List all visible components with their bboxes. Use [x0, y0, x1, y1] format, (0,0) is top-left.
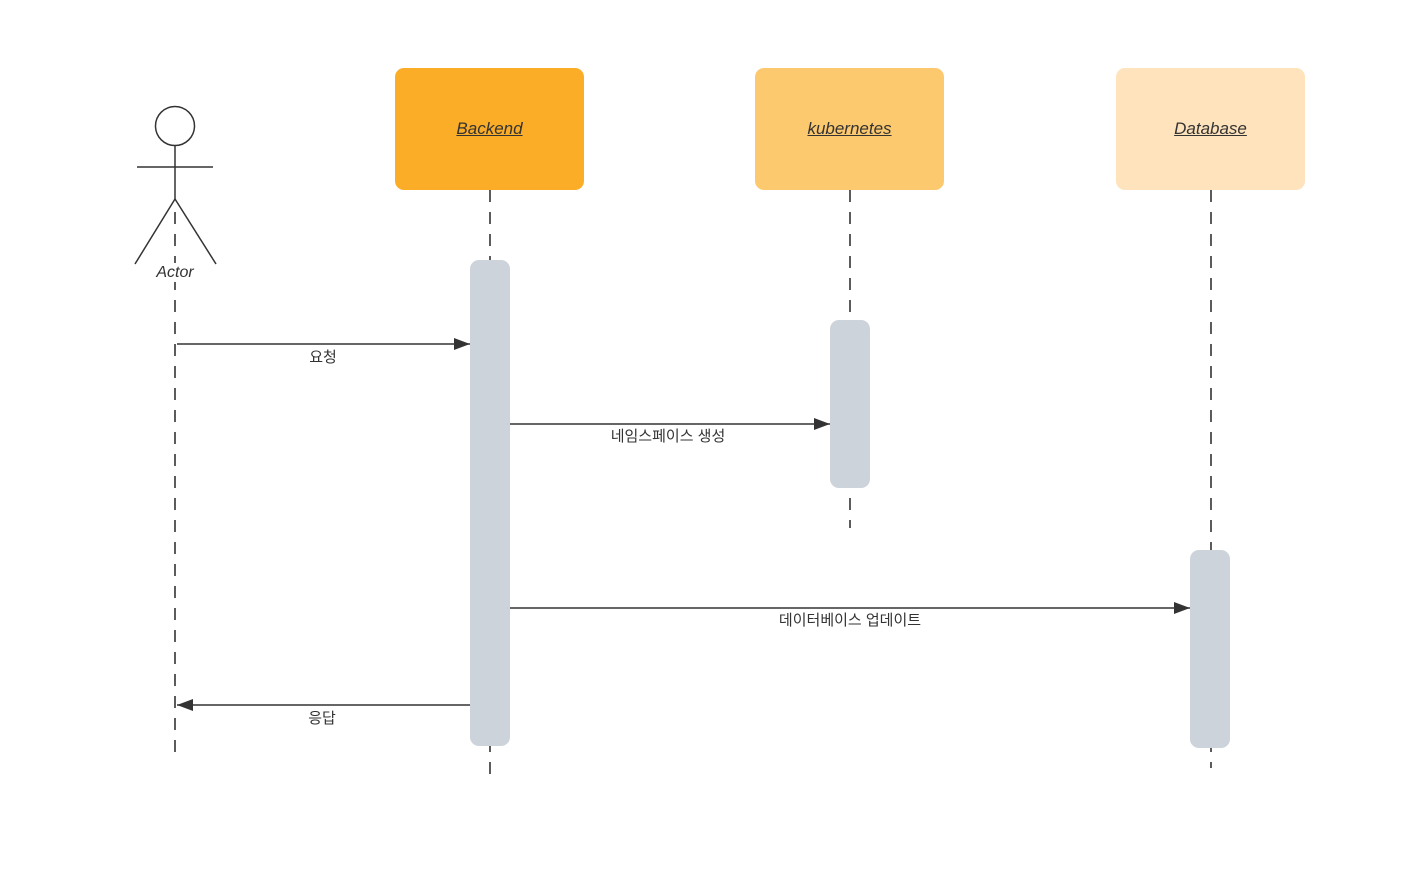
participant-kubernetes-label: kubernetes [807, 119, 892, 138]
message-label-request: 요청 [309, 349, 337, 366]
participant-database: Database [1116, 68, 1305, 190]
participant-database-label: Database [1174, 119, 1247, 138]
participant-backend-label: Backend [456, 119, 523, 138]
message-label-create-namespace: 네임스페이스 생성 [610, 428, 726, 445]
actor-right-leg [174, 198, 217, 265]
message-label-database-update: 데이터베이스 업데이트 [778, 612, 922, 629]
actor-left-leg [134, 198, 176, 265]
activation-bar-kubernetes [830, 320, 870, 488]
message-label-response: 응답 [308, 710, 336, 727]
actor-figure [134, 105, 217, 265]
participant-backend: Backend [395, 68, 584, 190]
activation-bar-database [1190, 550, 1230, 748]
activation-bar-backend [470, 260, 510, 746]
participant-kubernetes: kubernetes [755, 68, 944, 190]
actor-label: Actor [153, 263, 197, 283]
